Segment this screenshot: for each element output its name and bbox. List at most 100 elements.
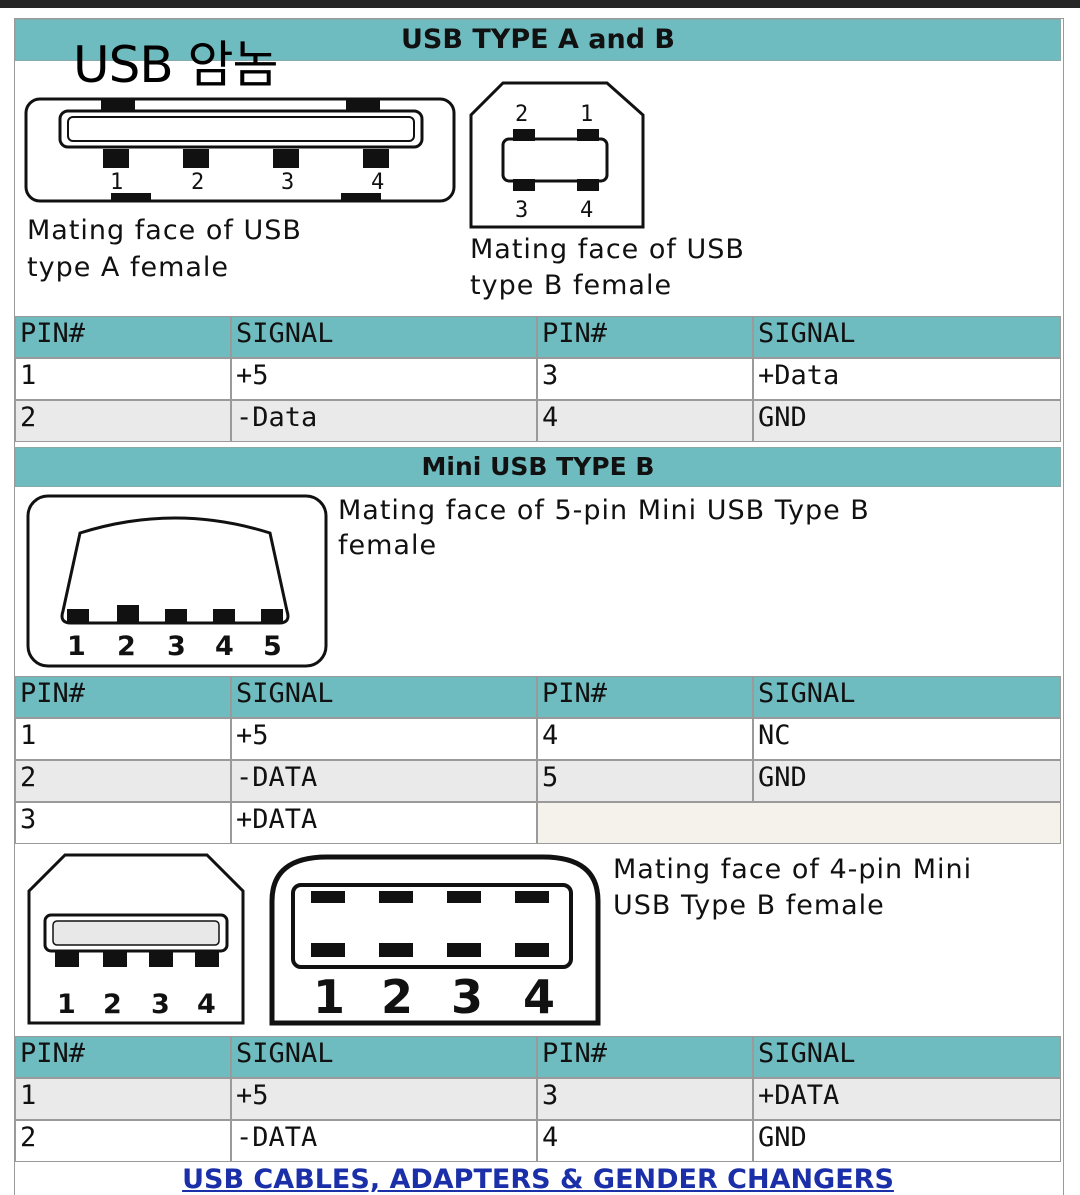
pin-label: 1 [110,170,123,195]
pin-label: 1 [67,631,86,662]
table-cell: 1 [15,1078,231,1120]
table-header-cell: SIGNAL [753,316,1061,358]
table-cell: +DATA [753,1078,1061,1120]
mini-4pin-large-contact [515,943,549,957]
mini-4pin-small-contact [149,951,173,967]
pin-label: 4 [523,970,555,1024]
section-title-text: Mini USB TYPE B [421,452,655,481]
caption-mini-4pin-line2: USB Type B female [613,890,885,921]
mini-usb-4pin-large-diagram: 1 2 3 4 [269,854,601,1026]
caption-mini-5pin-line2: female [338,530,438,561]
table-empty-cell [537,802,1061,844]
pin-label: 3 [451,970,483,1024]
mini-4pin-large-contact [515,891,549,903]
table-cell: 3 [537,1078,753,1120]
table-cell: +5 [231,1078,537,1120]
table-cell: NC [753,718,1061,760]
table-header-cell: SIGNAL [231,676,537,718]
table-cell: GND [753,760,1061,802]
table-header-cell: SIGNAL [231,316,537,358]
table-header-cell: PIN# [537,1036,753,1078]
type-a-contact [363,149,389,168]
mini-4pin-large-contact [447,891,481,903]
table-cell: 4 [537,1120,753,1162]
table-cell: 2 [15,1120,231,1162]
table-cell: -DATA [231,1120,537,1162]
caption-mini-5pin-line1: Mating face of 5-pin Mini USB Type B [338,495,870,526]
mini-5pin-contact [261,609,283,623]
table-cell: +5 [231,718,537,760]
mini-4pin-small-contact [103,951,127,967]
pin-label: 4 [197,989,216,1020]
table-header-cell: PIN# [15,1036,231,1078]
mini-4pin-large-contact [379,891,413,903]
mini-5pin-contact [117,605,139,623]
table-header-cell: PIN# [537,676,753,718]
type-b-contact [577,179,599,191]
table-cell: 3 [15,802,231,844]
table-cell: +5 [231,358,537,400]
mini-usb-5pin-face-diagram: 1 2 3 4 5 [26,494,328,668]
type-a-tongue [58,109,424,149]
type-a-contact [183,149,209,168]
type-b-tongue [501,137,609,183]
mini-usb-4pin-small-diagram: 1 2 3 4 [27,853,245,1025]
pin-label: 3 [281,170,294,195]
section-title-mini-usb-b: Mini USB TYPE B [15,447,1061,487]
type-b-contact [577,129,599,141]
type-a-latch [101,100,135,110]
table-cell: 3 [537,358,753,400]
top-status-bar [0,0,1080,8]
table-header-cell: SIGNAL [753,1036,1061,1078]
table-cell: 5 [537,760,753,802]
mini-4pin-large-contact [447,943,481,957]
mini-4pin-small-tongue-inner [52,920,220,946]
pin-label: 1 [580,102,593,127]
usb-type-a-face-diagram: 1 2 3 4 [24,97,456,203]
mini-4pin-large-cavity [291,883,573,969]
table-cell: 2 [15,400,231,442]
mini-5pin-contact [165,609,187,623]
mini-4pin-large-contact [311,891,345,903]
pin-label: 4 [215,631,234,662]
table-cell: +DATA [231,802,537,844]
caption-mini-4pin-line1: Mating face of 4-pin Mini [613,854,973,885]
pin-label: 1 [57,989,76,1020]
pin-label: 4 [371,170,384,195]
table-cell: GND [753,1120,1061,1162]
caption-type-a-line1: Mating face of USB [27,215,302,246]
table-header-cell: PIN# [15,316,231,358]
type-a-tongue-inner [67,116,415,142]
table-header-cell: PIN# [15,676,231,718]
table-cell: GND [753,400,1061,442]
caption-type-b-line2: type B female [470,270,673,301]
type-a-contact [103,149,129,168]
mini-5pin-contact [213,609,235,623]
pinout-sheet: USB TYPE A and B USB 암놈 1 2 3 4 Mating f… [14,18,1064,1195]
mini-4pin-large-contact [379,943,413,957]
pin-label: 2 [117,631,136,662]
pin-label: 5 [263,631,282,662]
pin-label: 1 [313,970,345,1024]
mini-5pin-contact [67,609,89,623]
table-cell: 4 [537,400,753,442]
table-header-cell: SIGNAL [753,676,1061,718]
document-frame: USB TYPE A and B USB 암놈 1 2 3 4 Mating f… [0,8,1080,1195]
type-a-latch [346,100,380,110]
pin-label: 2 [515,102,528,127]
table-header-cell: SIGNAL [231,1036,537,1078]
type-a-contact [273,149,299,168]
type-a-latch [341,193,381,201]
usb-cables-link[interactable]: USB CABLES, ADAPTERS & GENDER CHANGERS [182,1164,894,1195]
table-cell: 1 [15,358,231,400]
table-cell: +Data [753,358,1061,400]
pin-label: 2 [103,989,122,1020]
type-b-contact [513,179,535,191]
pin-label: 2 [191,170,204,195]
type-a-latch [111,193,151,201]
mini-5pin-cavity [60,516,290,625]
pin-label: 3 [151,989,170,1020]
pin-label: 3 [167,631,186,662]
mini-4pin-small-contact [55,951,79,967]
mini-4pin-large-contact [311,943,345,957]
